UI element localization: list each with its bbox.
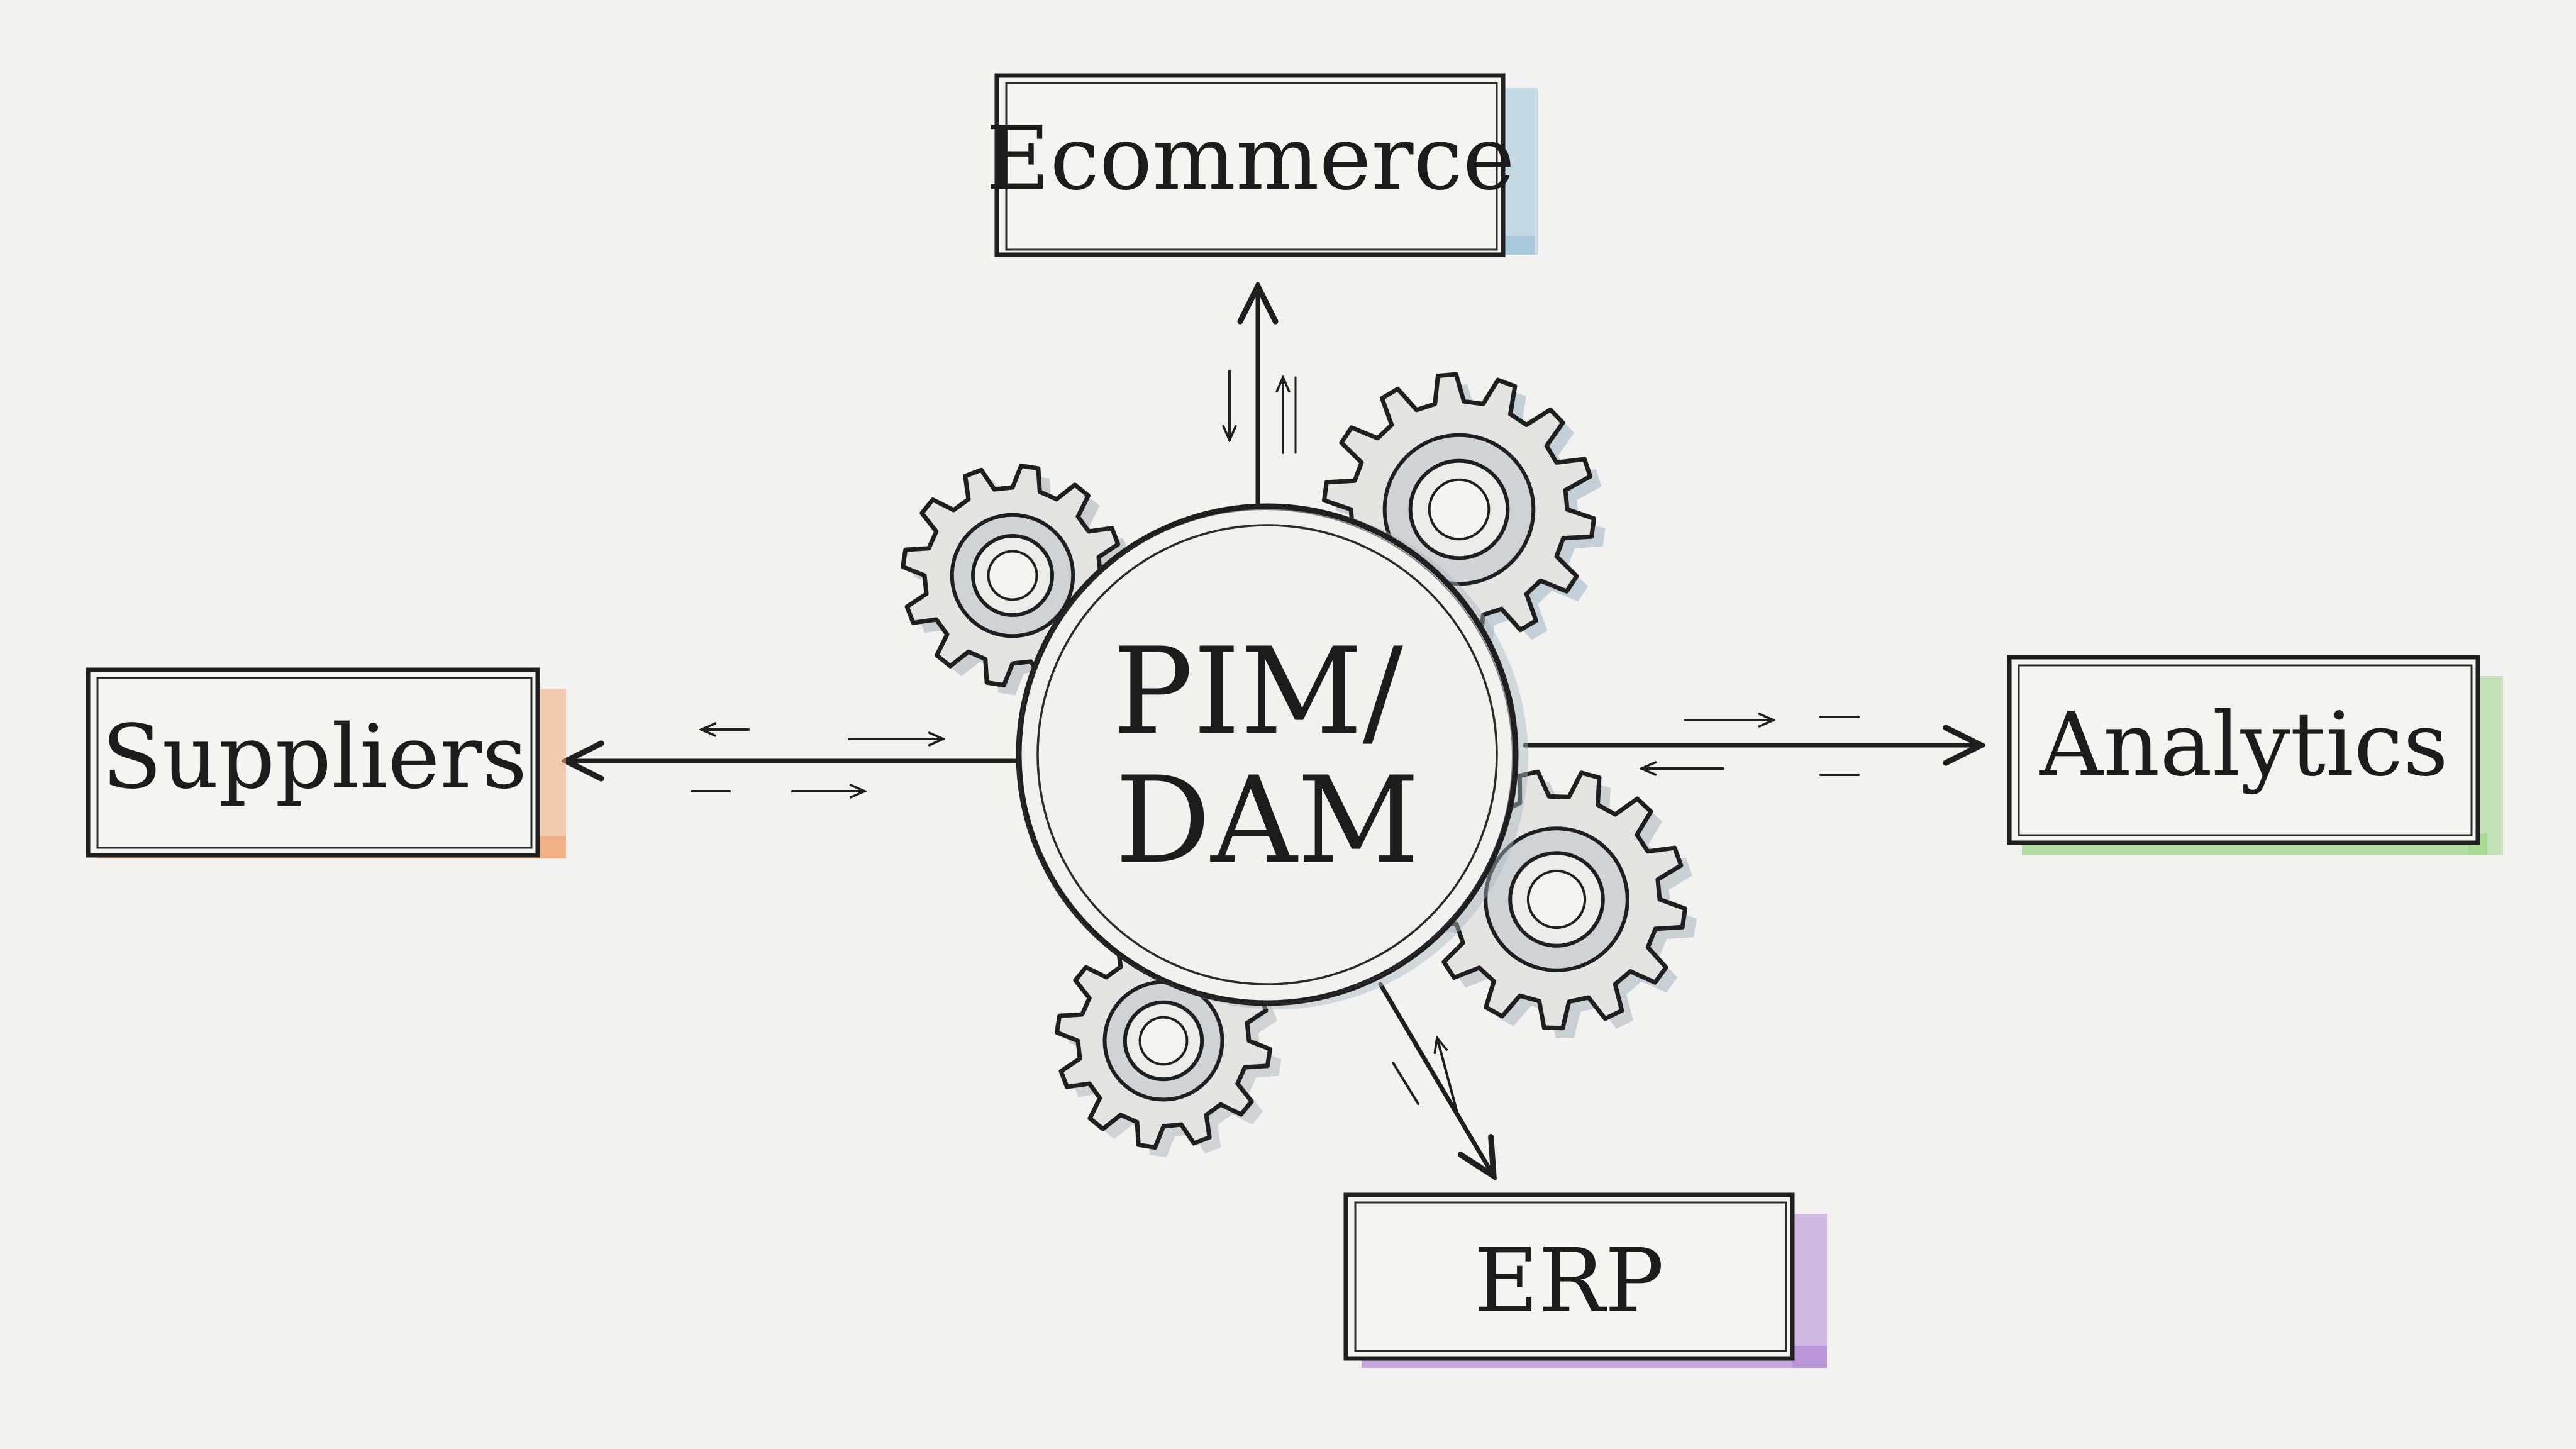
- connector-analytics: [1523, 717, 1981, 776]
- connector-suppliers: [566, 730, 1018, 791]
- node-analytics-label: Analytics: [2039, 694, 2448, 796]
- arrow-icon: [1437, 1038, 1460, 1121]
- connector-ecommerce: [1230, 286, 1297, 519]
- node-ecommerce: Ecommerce: [985, 73, 1538, 257]
- node-suppliers-label: Suppliers: [102, 706, 527, 809]
- node-erp: ERP: [1343, 1192, 1827, 1368]
- hub-label-line1: PIM/: [1113, 622, 1403, 761]
- node-erp-label: ERP: [1474, 1230, 1664, 1333]
- hub-label-line2: DAM: [1115, 751, 1419, 890]
- hub-node: PIM/ DAM: [1016, 503, 1528, 1009]
- node-ecommerce-label: Ecommerce: [985, 108, 1514, 210]
- node-analytics: Analytics: [2007, 655, 2503, 855]
- connector-erp: [1378, 982, 1494, 1176]
- node-suppliers: Suppliers: [86, 667, 566, 858]
